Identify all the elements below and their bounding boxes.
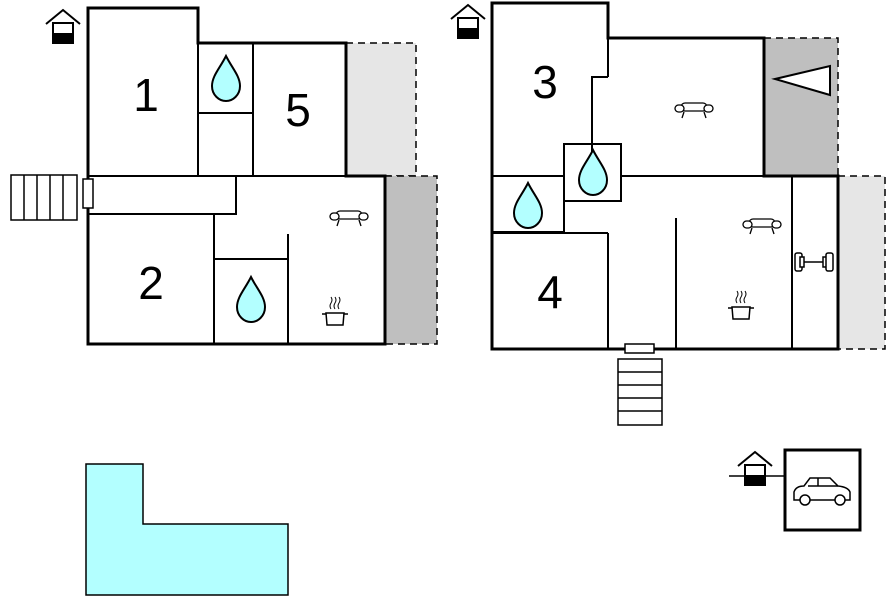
room-label-3: 3 xyxy=(532,56,558,108)
left-interior-walls xyxy=(88,43,385,344)
room-label-4: 4 xyxy=(537,266,563,318)
terrace-light-left xyxy=(345,42,417,177)
terrace-dark-right xyxy=(763,37,839,177)
house-icon xyxy=(45,9,81,44)
garage xyxy=(729,448,862,532)
left-house: 1 5 2 xyxy=(10,6,438,346)
room-label-1: 1 xyxy=(133,69,159,121)
dumbbell-icon xyxy=(794,252,834,272)
stairs-icon xyxy=(617,358,663,426)
door-icon xyxy=(624,343,655,354)
terrace-light-right xyxy=(837,175,886,350)
stairs-icon xyxy=(10,174,78,221)
room-label-5: 5 xyxy=(285,84,311,136)
car-icon xyxy=(793,477,851,506)
pool xyxy=(85,463,289,596)
triangle-icon xyxy=(771,64,831,97)
house-icon xyxy=(450,4,486,39)
terrace-dark-left xyxy=(384,175,438,345)
house-icon xyxy=(737,451,773,486)
right-interior-walls xyxy=(492,38,838,349)
right-house: 3 4 xyxy=(450,1,886,426)
room-label-2: 2 xyxy=(138,257,164,309)
door-icon xyxy=(82,178,94,209)
